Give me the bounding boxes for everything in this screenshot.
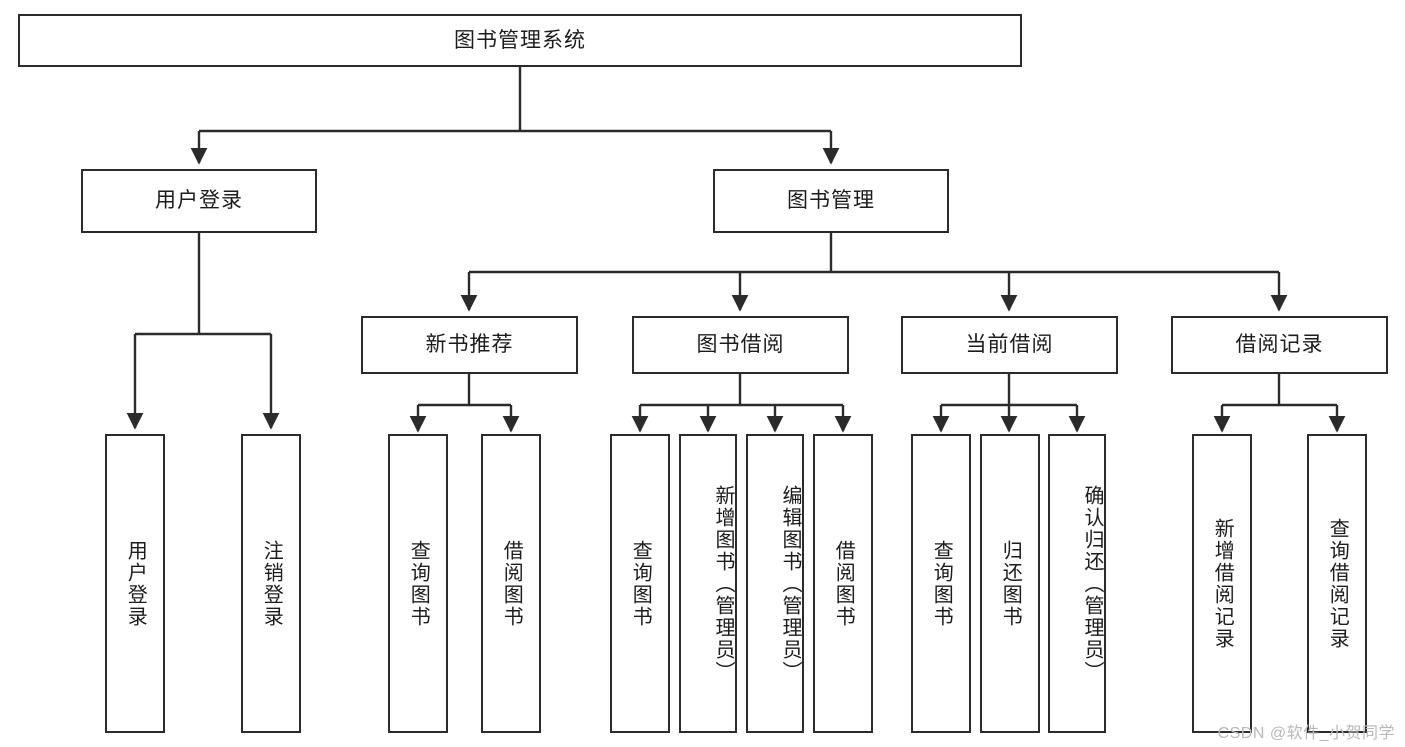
node-label: 用户登录 xyxy=(124,539,147,628)
leaf-user-login[interactable]: 用户登录 xyxy=(105,434,165,733)
node-borrow-record[interactable]: 借阅记录 xyxy=(1171,316,1388,374)
node-label: 图书管理系统 xyxy=(454,28,586,52)
watermark: CSDN @软件_小贺同学 xyxy=(1217,725,1395,742)
node-label: 确认归还（管理员） xyxy=(1081,484,1103,683)
node-label: 借阅图书 xyxy=(500,539,523,628)
leaf-edit-book-admin[interactable]: 编辑图书（管理员） xyxy=(746,434,804,733)
node-label: 当前借阅 xyxy=(965,333,1054,357)
node-label: 借阅记录 xyxy=(1235,333,1324,357)
leaf-confirm-return-admin[interactable]: 确认归还（管理员） xyxy=(1048,434,1106,733)
node-book-manage[interactable]: 图书管理 xyxy=(713,169,949,233)
leaf-query-book-recommend[interactable]: 查询图书 xyxy=(388,434,448,733)
node-label: 注销登录 xyxy=(260,539,283,628)
leaf-query-borrow-record[interactable]: 查询借阅记录 xyxy=(1307,434,1367,733)
node-new-book-recommend[interactable]: 新书推荐 xyxy=(361,316,578,374)
node-label: 查询图书 xyxy=(930,539,953,628)
node-user-login[interactable]: 用户登录 xyxy=(81,169,317,233)
node-current-borrow[interactable]: 当前借阅 xyxy=(901,316,1118,374)
leaf-add-book-admin[interactable]: 新增图书（管理员） xyxy=(679,434,737,733)
node-label: 编辑图书（管理员） xyxy=(779,484,801,683)
node-label: 用户登录 xyxy=(155,189,243,213)
leaf-return-book[interactable]: 归还图书 xyxy=(980,434,1040,733)
node-label: 查询图书 xyxy=(407,539,430,628)
node-label: 图书管理 xyxy=(787,189,875,213)
leaf-query-book-current[interactable]: 查询图书 xyxy=(911,434,971,733)
leaf-logout-login[interactable]: 注销登录 xyxy=(241,434,301,733)
node-label: 查询图书 xyxy=(629,539,652,628)
leaf-borrow-book-recommend[interactable]: 借阅图书 xyxy=(481,434,541,733)
node-label: 查询借阅记录 xyxy=(1326,517,1349,650)
leaf-add-borrow-record[interactable]: 新增借阅记录 xyxy=(1192,434,1252,733)
leaf-query-book-borrow[interactable]: 查询图书 xyxy=(610,434,670,733)
node-label: 新书推荐 xyxy=(425,333,514,357)
node-book-borrow[interactable]: 图书借阅 xyxy=(632,316,849,374)
node-label: 归还图书 xyxy=(999,539,1022,628)
leaf-borrow-book-borrow[interactable]: 借阅图书 xyxy=(813,434,873,733)
node-root-book-management-system[interactable]: 图书管理系统 xyxy=(18,14,1022,67)
node-label: 图书借阅 xyxy=(696,333,785,357)
node-label: 新增图书（管理员） xyxy=(712,484,734,683)
node-label: 借阅图书 xyxy=(832,539,855,628)
node-label: 新增借阅记录 xyxy=(1211,517,1234,650)
